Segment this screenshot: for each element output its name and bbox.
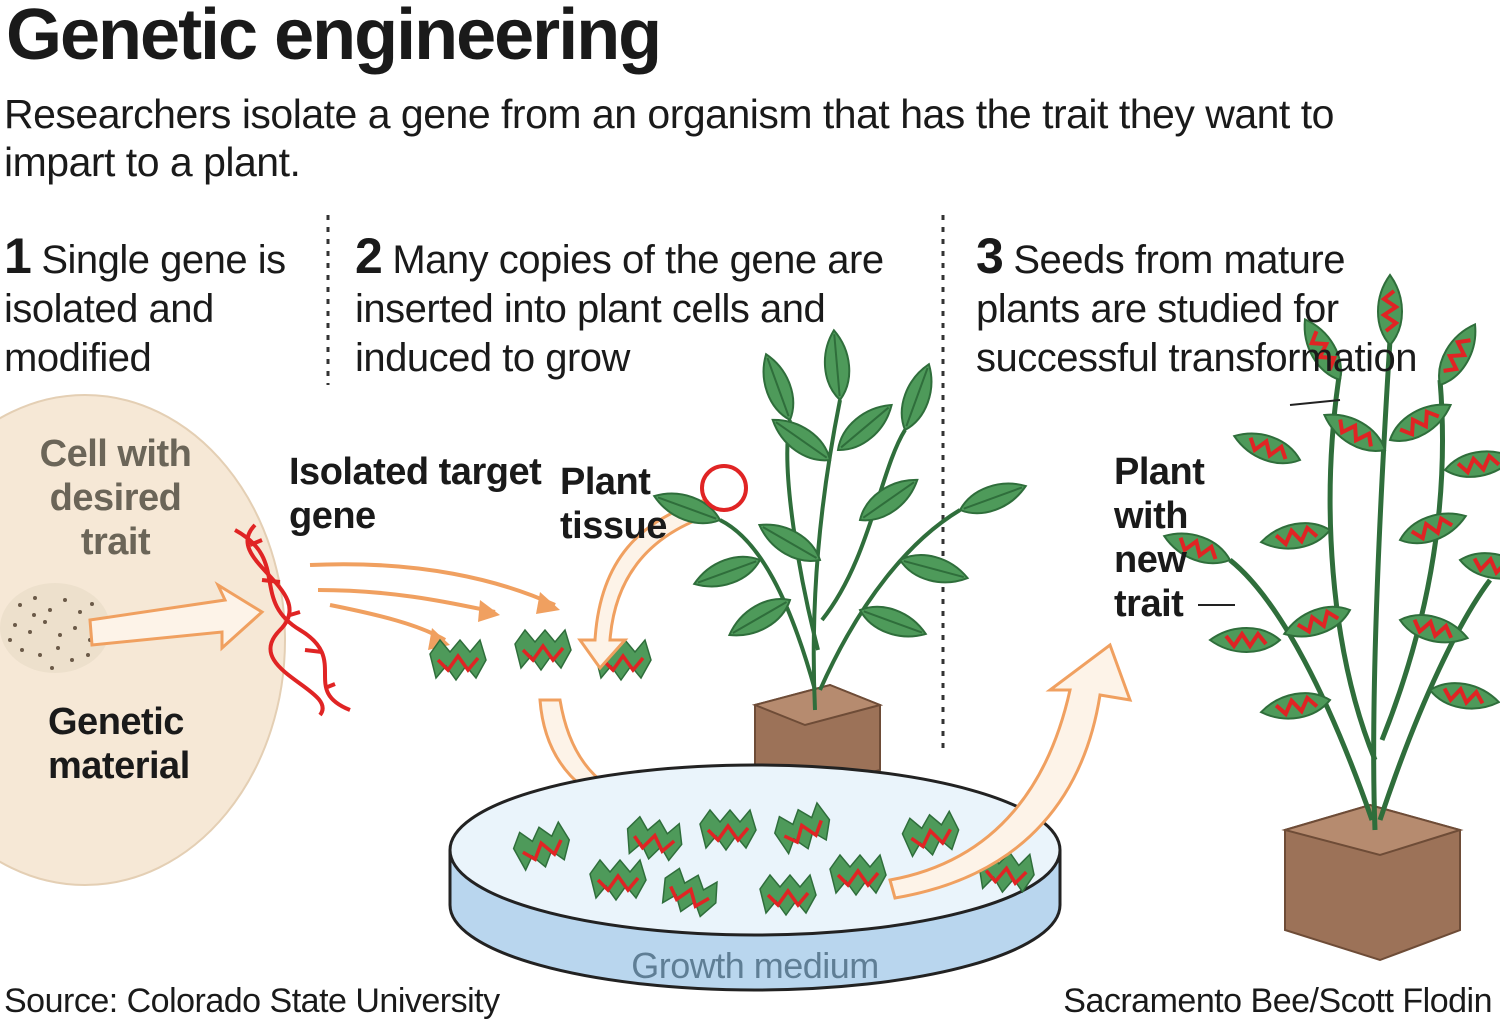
- plant-new-trait-label: Plant with new trait: [1114, 451, 1205, 625]
- step-3-text: Seeds from mature plants are studied for…: [976, 238, 1418, 380]
- isolated-gene-label: Isolated target gene: [289, 451, 542, 537]
- step-3-number: 3: [976, 228, 1004, 284]
- plant-small: [649, 328, 1031, 792]
- growth-medium-label: Growth medium: [631, 945, 879, 986]
- source-credit: Source: Colorado State University: [4, 982, 500, 1020]
- cell-label: Cell with desired trait: [39, 433, 192, 563]
- genetic-material-blob: [0, 583, 110, 673]
- genetic-material-label: Genetic material: [48, 701, 190, 787]
- artist-credit: Sacramento Bee/Scott Flodin: [1063, 982, 1492, 1020]
- step-2-number: 2: [355, 228, 383, 284]
- tissue-highlight-circle: [700, 464, 748, 512]
- tissue-pieces: [428, 628, 653, 682]
- step-1-text: Single gene is isolated and modified: [4, 238, 286, 380]
- page-title: Genetic engineering: [6, 0, 662, 75]
- step-2-text: Many copies of the gene are inserted int…: [355, 238, 884, 380]
- arrow-to-new-plant: [888, 642, 1133, 900]
- transformation-leader: [1289, 399, 1341, 406]
- arrow-extract: [88, 581, 265, 652]
- subtitle: Researchers isolate a gene from an organ…: [4, 91, 1334, 185]
- plant-tissue-label: Plant tissue: [560, 461, 667, 547]
- plant-large: [1158, 273, 1500, 962]
- dna-helix: [234, 523, 351, 717]
- genetic-material-dots: [8, 596, 102, 670]
- step-1-number: 1: [4, 228, 32, 284]
